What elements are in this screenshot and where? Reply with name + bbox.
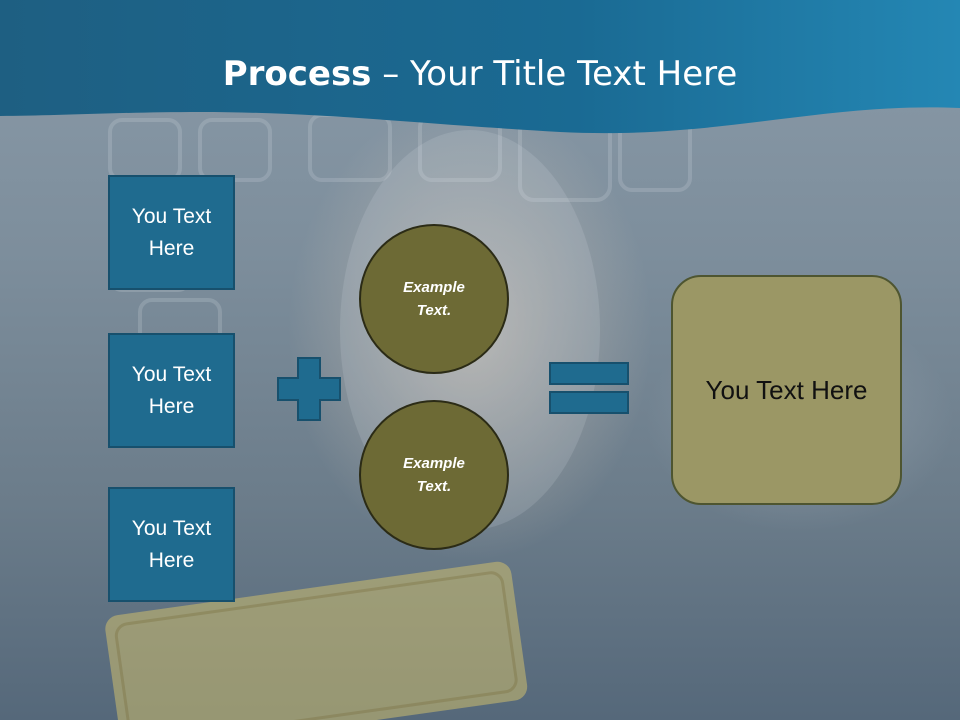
text-box-1: You Text Here — [108, 175, 235, 290]
text-box-2-label: You Text Here — [131, 362, 212, 418]
title-bold: Process — [222, 54, 372, 94]
plus-icon — [277, 357, 341, 421]
example-circle-1-label: Example Text. — [403, 279, 465, 319]
text-box-3: You Text Here — [108, 487, 235, 602]
example-circle-2: Example Text. — [359, 400, 509, 550]
example-circle-1: Example Text. — [359, 224, 509, 374]
title-rest: – Your Title Text Here — [371, 54, 738, 94]
text-box-3-label: You Text Here — [131, 516, 212, 572]
header-banner — [0, 0, 960, 134]
equals-icon — [549, 362, 629, 414]
text-box-1-label: You Text Here — [131, 204, 212, 260]
result-box: You Text Here — [671, 275, 902, 505]
slide-title: Process – Your Title Text Here — [0, 52, 960, 96]
text-box-2: You Text Here — [108, 333, 235, 448]
result-box-label: You Text Here — [705, 374, 868, 405]
example-circle-2-label: Example Text. — [403, 455, 465, 495]
